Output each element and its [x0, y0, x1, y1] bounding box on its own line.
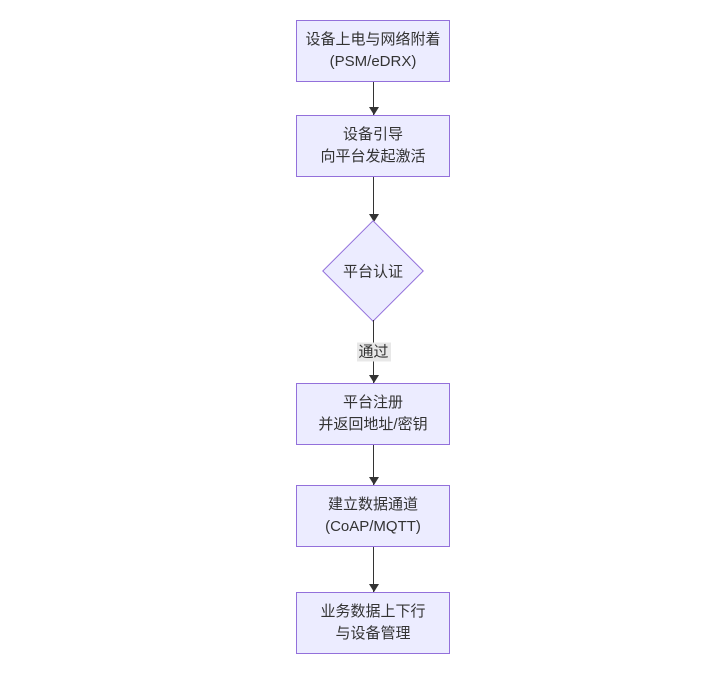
- node-power-attach-line2: (PSM/eDRX): [329, 53, 417, 70]
- node-data-channel-line2: (CoAP/MQTT): [325, 518, 421, 535]
- node-data-channel-line1: 建立数据通道: [327, 496, 418, 513]
- node-business-line2: 与设备管理: [335, 625, 411, 642]
- node-bootstrap: 设备引导 向平台发起激活: [296, 115, 450, 177]
- arrow-power-to-bootstrap: [368, 82, 379, 115]
- node-register-line1: 平台注册: [342, 394, 403, 411]
- edge-label-pass: 通过: [356, 342, 391, 361]
- node-platform-auth-label: 平台认证: [342, 263, 404, 281]
- node-business: 业务数据上下行 与设备管理: [296, 592, 450, 654]
- flowchart: 设备上电与网络附着 (PSM/eDRX) 设备引导 向平台发起激活 平台认证 通…: [296, 20, 450, 654]
- node-platform-auth: 平台认证: [322, 220, 424, 322]
- arrow-register-to-channel: [368, 445, 379, 485]
- node-power-attach-line1: 设备上电与网络附着: [305, 31, 441, 48]
- node-bootstrap-line2: 向平台发起激活: [320, 148, 426, 165]
- node-register-line2: 并返回地址/密钥: [318, 416, 428, 433]
- node-business-line1: 业务数据上下行: [320, 603, 426, 620]
- arrow-channel-to-business: [368, 547, 379, 592]
- arrow-bootstrap-to-auth: [368, 177, 379, 222]
- arrow-auth-to-register: 通过: [356, 320, 391, 383]
- node-data-channel: 建立数据通道 (CoAP/MQTT): [296, 485, 450, 547]
- node-register: 平台注册 并返回地址/密钥: [296, 383, 450, 445]
- node-bootstrap-line1: 设备引导: [342, 126, 403, 143]
- node-power-attach: 设备上电与网络附着 (PSM/eDRX): [296, 20, 450, 82]
